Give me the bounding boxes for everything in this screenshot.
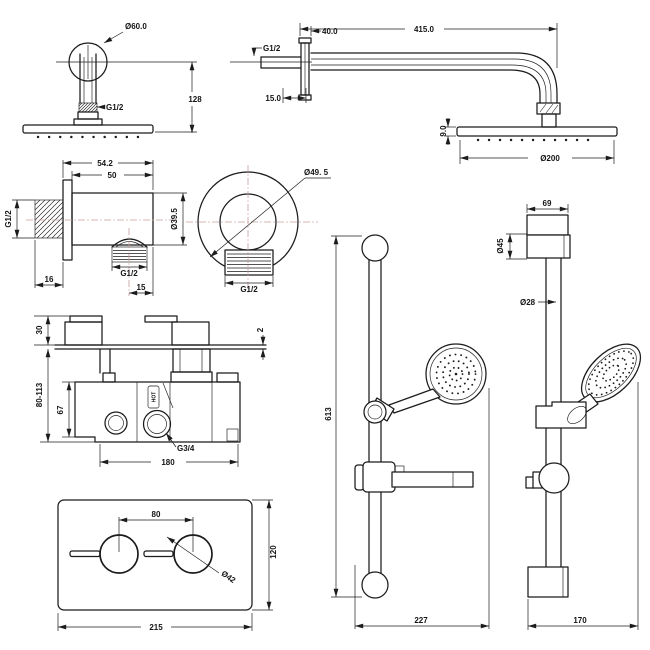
valve-port-2 [142, 409, 172, 439]
dim-label-offset: 15.0 [265, 94, 281, 103]
dim-label-plate-thickness: 2 [256, 327, 265, 332]
top-bracket [526, 214, 569, 236]
dim-label-head-height: 128 [188, 95, 202, 104]
view-slide-rail-side: 69 Ø45 Ø28 170 [496, 199, 642, 630]
rail-bottom-cap [361, 571, 389, 599]
rail-top-cap [361, 234, 389, 262]
dim-label-bracket-dia: Ø45 [496, 238, 505, 254]
dim-label-thread-length: 16 [45, 275, 54, 284]
view-ceiling-shower-head: Ø60.0 G1/2 128 [22, 22, 202, 139]
bottom-bracket [527, 566, 569, 598]
dim-label-depth-range: 80-113 [35, 382, 44, 407]
dim-label-handle-height: 30 [35, 325, 44, 334]
handle-body-2 [171, 321, 210, 346]
dim-label-port-thread: G3/4 [177, 444, 195, 453]
dim-label-body-height: 67 [56, 405, 65, 414]
dim-label-valve-width: 180 [161, 458, 175, 467]
handle-lever-2 [144, 315, 178, 323]
slider-body [362, 461, 396, 493]
view-slide-rail-front: 613 227 [324, 234, 490, 629]
inlet-thread [34, 199, 64, 239]
dim-label-total-width: 54.2 [97, 159, 113, 168]
dim-label-plate-height: 120 [269, 545, 278, 559]
elbow-body [71, 192, 154, 246]
outlet-thread [111, 246, 148, 263]
cradle-knob [363, 400, 387, 424]
hot-label-plate [147, 385, 160, 409]
handle-body-1 [64, 321, 103, 346]
view-wall-shower-arm: 415.0 40.0 G1/2 15.0 9.0 Ø200 [230, 23, 618, 164]
dim-label-arm-thread: G1/2 [263, 44, 281, 53]
dim-label-plate-width: 215 [149, 623, 163, 632]
slider-knob-side [538, 462, 570, 494]
soap-dish-arm [391, 471, 474, 488]
dim-label-head-thread: G1/2 [106, 103, 124, 112]
dim-label-outlet-thread: G1/2 [120, 269, 138, 278]
wall-flange [298, 37, 312, 44]
rain-head-plate [456, 126, 618, 137]
shower-arm-tube [310, 52, 558, 104]
view-outlet-elbow-front: Ø49. 5 G1/2 [186, 165, 331, 294]
dim-label-arm-length: 415.0 [414, 25, 435, 34]
dim-label-head-thickness: 9.0 [439, 125, 448, 137]
view-thermostatic-valve: HOT 30 2 80-113 67 G3/4 180 [34, 315, 267, 467]
dim-label-knob-dia: Ø42 [220, 569, 238, 585]
dim-label-outlet-offset: 15 [137, 283, 146, 292]
shower-holder [535, 401, 587, 429]
dim-label-front-thread: G1/2 [240, 285, 258, 294]
hot-label: HOT [152, 392, 158, 403]
hand-shower-handle [388, 388, 441, 414]
dim-label-rail-side-width: 170 [573, 616, 587, 625]
trim-plate [57, 499, 253, 611]
dim-label-rail-height: 613 [324, 407, 333, 421]
knob-lever-1 [69, 550, 101, 558]
dim-label-inlet-thread: G1/2 [4, 210, 13, 228]
dim-label-front-dia: Ø49. 5 [304, 168, 329, 177]
dim-label-body-dia: Ø39.5 [170, 208, 179, 230]
valve-port-1 [104, 411, 128, 435]
dim-label-head-dia: Ø60.0 [125, 22, 147, 31]
mounting-flange-circle [68, 42, 108, 82]
thread-section [78, 102, 98, 113]
dim-label-body-width: 50 [108, 171, 117, 180]
dim-label-knob-centers: 80 [152, 510, 161, 519]
handle-lever-1 [69, 315, 103, 323]
dim-label-rail-front-width: 227 [414, 616, 428, 625]
dim-label-bracket-width: 69 [543, 199, 552, 208]
view-outlet-elbow-side: 54.2 50 G1/2 Ø39.5 G1/2 16 15 [4, 159, 187, 296]
shower-head-plate [22, 124, 154, 134]
dim-label-flange: 40.0 [322, 27, 338, 36]
valve-body [74, 381, 241, 443]
dim-label-tube-dia: Ø28 [520, 298, 536, 307]
view-trim-plate: 80 Ø42 120 215 [57, 499, 278, 632]
dim-label-head-dia: Ø200 [540, 154, 560, 163]
arm-nut [536, 102, 561, 115]
knob-lever-2 [143, 550, 174, 558]
